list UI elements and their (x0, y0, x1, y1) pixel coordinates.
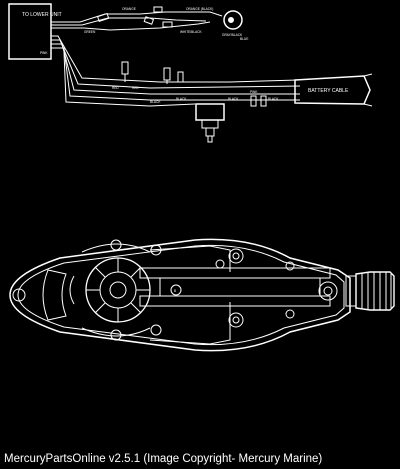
wire-label-black2: BLACK (176, 97, 187, 101)
wire-label-pink: PINK (40, 51, 48, 55)
wire-label-orange: ORANGE (122, 7, 136, 11)
battery-cable (294, 75, 371, 105)
switch-icon (195, 103, 225, 143)
wire-label-red2: RED (132, 86, 139, 90)
wire-label-orange-black: ORANGE (BLACK) (186, 7, 213, 11)
upper-connectors (96, 6, 173, 28)
lower-connectors (121, 61, 267, 107)
wire-label-red: RED (112, 86, 119, 90)
wire-label-black4: BLACK (268, 97, 279, 101)
copyright-caption: MercuryPartsOnline v2.5.1 (Image Copyrig… (4, 453, 323, 465)
lower-unit-line1: TO LOWER UNIT (22, 12, 62, 18)
motor-housing (9, 238, 395, 352)
wire-label-white-black: WHITE/BLACK (180, 30, 202, 34)
wire-label-blue: BLUE (240, 37, 248, 41)
wire-label-green: GREEN (84, 30, 96, 34)
battery-cable-label: BATTERY CABLE (308, 88, 349, 94)
wire-harness-upper (51, 11, 223, 31)
callout-b-label: B (174, 289, 176, 293)
wire-label-black3: BLACK (228, 97, 239, 101)
ring-terminal-icon (223, 10, 243, 30)
wire-label-pink-lower: PINK (250, 90, 258, 94)
lower-unit-box (8, 3, 52, 60)
wire-harness-lower (51, 35, 301, 107)
callout-b-circle (170, 284, 182, 296)
wire-label-black: BLACK (150, 100, 161, 104)
wire-label-gray-black: GRAY/BLACK (222, 33, 243, 37)
